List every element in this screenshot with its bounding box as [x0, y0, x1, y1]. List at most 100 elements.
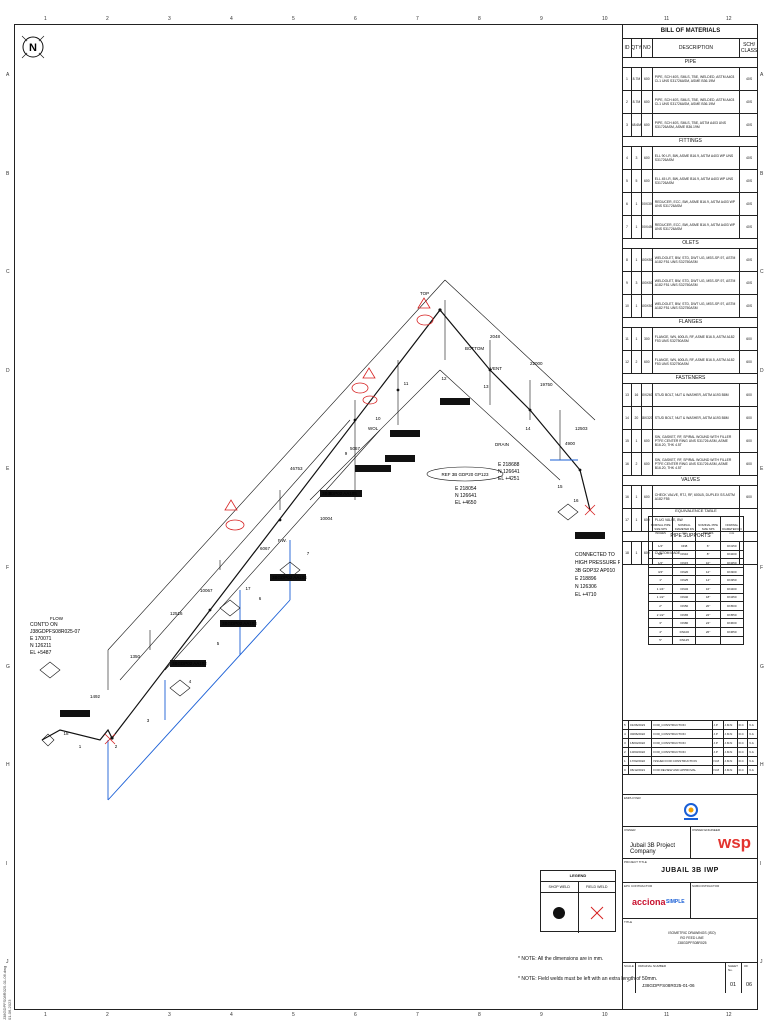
bom-cell-description: SW, GASKET, RF, SPIRAL WOUND WITH FILLER… — [653, 430, 741, 452]
continued-line: CONT'D ON — [30, 622, 58, 628]
dimension-labels: 1492135010067467531251660671000450672048… — [50, 291, 588, 749]
tag-label: DRAIN — [495, 442, 509, 447]
bom-cell-no: 600 — [642, 486, 653, 508]
bom-cell-no: 600X450 — [642, 216, 653, 238]
continued-line: N 126211 — [30, 643, 52, 649]
dimension-label: 10004 — [320, 516, 333, 521]
equivalence-cell: DN40 — [672, 592, 697, 603]
grid-column-label: 9 — [540, 16, 543, 22]
bom-section-title: OLETS — [623, 239, 758, 249]
grid-column-label: 5 — [292, 16, 295, 22]
item-number: 6 — [259, 596, 262, 601]
item-number: 15 — [557, 484, 563, 489]
legend-field-weld-label: FIELD WELD — [585, 885, 608, 889]
revision-cell: N.M — [711, 756, 724, 766]
revision-cell: J.P — [711, 720, 724, 730]
north-arrow-icon: N — [21, 35, 45, 59]
bom-cell-qty: 1 — [632, 486, 642, 508]
dimension-label: 1350 — [130, 654, 141, 659]
legend-title: LEGEND — [541, 871, 615, 882]
grid-row-label: B — [6, 170, 10, 177]
bom-cell-qty: 1 — [632, 328, 642, 350]
bom-cell-qty: 8.7M — [632, 68, 642, 90]
bom-cell-description: PIPE, SCH 40S, SMLS, TBE, WELDED, ASTM A… — [653, 68, 741, 90]
equivalence-title: EQUIVALENCE TABLE — [675, 508, 717, 513]
revision-cell: D.C — [736, 720, 749, 730]
item-number: 3 — [147, 718, 150, 723]
item-number: 7 — [307, 551, 310, 556]
grid-column-label: 12 — [726, 1012, 732, 1018]
bom-cell-description: FLANGE, WN, 600LB, RF, ASME B16.5, ASTM … — [653, 328, 741, 350]
equivalence-cell: 2 1/2" — [647, 609, 674, 620]
equivalence-cell: 1 1/2" — [647, 592, 674, 603]
bom-cell-id: 15 — [623, 430, 632, 452]
employer-logo-icon — [684, 803, 698, 820]
dimension-label: 10067 — [200, 588, 213, 593]
bom-cell-class: 40S — [746, 77, 753, 81]
bom-cell-qty: 1 — [632, 295, 642, 317]
bom-cell-id: 2 — [623, 91, 632, 113]
equivalence-cell: 1" — [647, 575, 674, 585]
equivalence-cell: DN450 — [719, 592, 745, 603]
ref-box-text: REF 3B GDP20 GP123 — [441, 472, 489, 477]
equivalence-cell: 2" — [647, 601, 674, 611]
item-number: 2 — [115, 744, 118, 749]
bom-row: 61600X300REDUCER, ECC, BW, ASME B16.9, A… — [623, 193, 758, 216]
bom-cell-id: 6 — [623, 193, 632, 215]
bom-cell-description: WELDOLET, BW, STD, DWT UG, MSS-SP-97, AS… — [653, 295, 741, 317]
grid-row-label: F — [6, 565, 10, 571]
tag-label: WOL — [368, 426, 379, 431]
bom-cell-class: 40S — [746, 304, 753, 308]
equivalence-cell: DN150 — [719, 541, 745, 551]
project-title-caption: PROJECT TITLE — [624, 860, 647, 864]
legend-box: LEGEND SHOP WELD FIELD WELD — [540, 870, 616, 933]
drawing-number: J38GDPFS08R025-01-06 — [642, 983, 695, 988]
equivalence-cell: 3" — [647, 618, 674, 628]
grid-column-label: 11 — [664, 16, 670, 22]
grid-column-label: 3 — [168, 16, 171, 22]
item-number: 4 — [189, 679, 192, 684]
grid-row-label: J — [760, 959, 763, 966]
equivalence-cell — [695, 635, 721, 646]
bom-cell-description: CHECK VALVE, RTJ, RF, 600LB, DUPLEX SS A… — [653, 486, 741, 508]
grid-column-label: 1 — [44, 16, 47, 22]
bom-row: 71600X450REDUCER, ECC, BW, ASME B16.9, A… — [623, 216, 758, 239]
legend-shop-weld-label: SHOP WELD — [541, 882, 579, 892]
revision-cell: J.P — [711, 738, 724, 748]
equivalence-table: EQUIVALENCE TABLE NOMINAL PIPE SIZE NPS … — [647, 508, 745, 646]
simple-logo: SIMPLE — [666, 899, 685, 905]
connected-line: CONNECTED TO — [575, 552, 615, 558]
epc-box: EPC CONTRACTOR acciona SIMPLE SUBCONTRAC… — [622, 882, 758, 918]
equivalence-cell: DN32 — [672, 583, 697, 594]
revision-cell: J.P — [711, 729, 724, 739]
equivalence-cell: 14" — [695, 575, 721, 585]
bom-cell-description: STUD BOLT, NUT & WASHER, ASTM A193 B8M — [653, 407, 741, 429]
revision-cell: D.C — [736, 765, 749, 775]
ref-coordinate-line: EL +4650 — [455, 500, 477, 506]
equivalence-cell: 5" — [647, 635, 674, 646]
revision-cell: J.M.N — [722, 747, 738, 757]
equivalence-row: 5"DN125 — [647, 635, 745, 646]
scale-value: - — [627, 979, 629, 985]
bom-cell-qty: 48.6M — [632, 114, 642, 136]
bom-cell-description: ELL 45 LR, BW, ASME B16.9, ASTM A403 WP … — [653, 170, 741, 192]
bom-cell-qty: 8.7M — [632, 91, 642, 113]
equivalence-cell: DN600 — [719, 618, 745, 628]
bom-cell-class: 600 — [746, 360, 752, 364]
revision-cell: FOR_CONSTRUCTION — [651, 720, 713, 730]
bom-section-title: FITTINGS — [623, 137, 758, 147]
revision-cell: J.M.N — [722, 756, 738, 766]
bom-col-description: DESCRIPTION — [653, 39, 741, 57]
item-number: 8 — [329, 491, 332, 496]
bom-col-class: SCH/ CLASS — [740, 42, 758, 54]
